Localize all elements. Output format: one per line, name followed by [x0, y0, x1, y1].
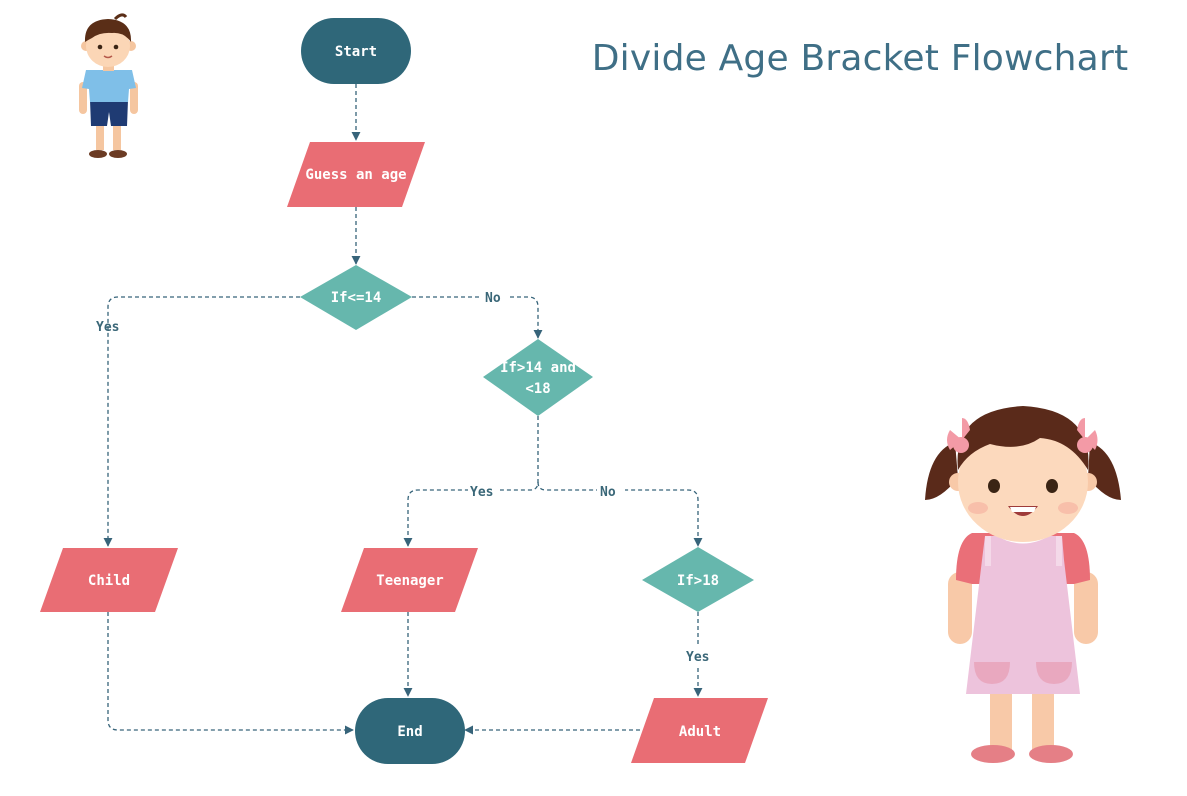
node-guess-an-age[interactable]: Guess an age — [287, 142, 425, 207]
edge-label-d1-no: No — [485, 291, 501, 306]
decision-shape — [300, 265, 412, 330]
node-decision2-label-line2: <18 — [525, 381, 550, 397]
edge-decision1-yes-to-child — [103, 296, 300, 547]
io-shape — [341, 548, 478, 612]
node-child-label: Child — [88, 573, 130, 589]
edge-decision2-yes-to-teenager — [403, 416, 539, 547]
node-end[interactable]: End — [355, 698, 465, 764]
diagram-title: Divide Age Bracket Flowchart — [591, 38, 1129, 79]
edge-decision2-no-to-decision3 — [537, 481, 703, 547]
edge-labels: Yes No Yes No Yes — [96, 289, 715, 665]
edge-label-d1-yes: Yes — [96, 320, 119, 335]
edge-label-d2-yes: Yes — [470, 485, 493, 500]
node-decision-if-gt-18[interactable]: If>18 — [642, 547, 754, 612]
node-start[interactable]: Start — [301, 18, 411, 84]
node-decision2-label-line1: If>14 and — [500, 360, 576, 376]
boy-illustration — [79, 13, 138, 158]
node-guess-label: Guess an age — [305, 167, 406, 183]
decision-shape — [483, 339, 593, 416]
edge-label-d3-yes: Yes — [686, 650, 709, 665]
node-end-label: End — [397, 724, 422, 740]
edge-label-d2-no: No — [600, 485, 616, 500]
io-shape — [40, 548, 178, 612]
terminal-shape — [355, 698, 465, 764]
edge-decision1-no-to-decision2 — [412, 296, 543, 339]
node-decision1-label: If<=14 — [331, 290, 382, 306]
node-decision-if-le-14[interactable]: If<=14 — [300, 265, 412, 330]
node-adult[interactable]: Adult — [631, 698, 768, 763]
node-child[interactable]: Child — [40, 548, 178, 612]
node-adult-label: Adult — [679, 724, 721, 740]
girl-illustration — [925, 406, 1121, 763]
node-teenager[interactable]: Teenager — [341, 548, 478, 612]
node-decision3-label: If>18 — [677, 573, 719, 589]
node-start-label: Start — [335, 44, 377, 60]
terminal-shape — [301, 18, 411, 84]
node-teenager-label: Teenager — [376, 573, 443, 589]
edge-child-to-end — [107, 612, 354, 735]
io-shape — [287, 142, 425, 207]
io-shape — [631, 698, 768, 763]
decision-shape — [642, 547, 754, 612]
node-decision-if-gt-14-and-lt-18[interactable]: If>14 and <18 — [483, 339, 593, 416]
